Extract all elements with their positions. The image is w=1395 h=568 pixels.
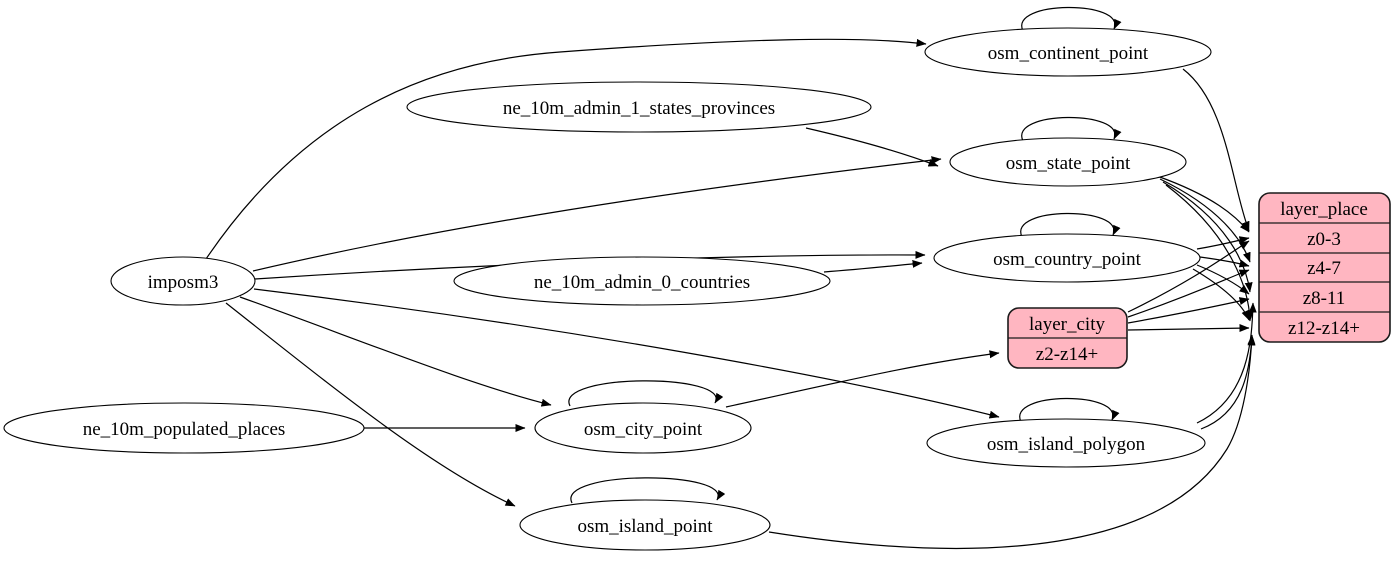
node-osm_state_point-shape <box>949 137 1187 187</box>
node-osm_island_polygon: osm_island_polygon <box>926 418 1206 468</box>
record-layer_city: layer_city z2-z14+ <box>1007 307 1128 369</box>
node-osm_country_point-shape <box>933 233 1201 283</box>
record-layer_place-title: layer_place <box>1280 199 1368 220</box>
node-ne_10m_admin_1_states_provinces: ne_10m_admin_1_states_provinces <box>406 81 872 133</box>
edge-self-loop-osm_state_point <box>1021 116 1122 142</box>
edge-osm_island_polygon-layer_place-z12-z14 <box>1200 334 1256 430</box>
record-layer_place-box <box>1258 192 1391 343</box>
edge-osm_continent_point-layer_place-z0-3 <box>1182 68 1250 232</box>
edge-self-loop-osm_island_polygon <box>1019 397 1120 423</box>
edge-osm_state_point-layer_place-z8-11 <box>1162 181 1253 293</box>
node-imposm3-shape <box>110 256 256 306</box>
node-osm_island_polygon-shape <box>926 418 1206 468</box>
edge-osm_island_polygon-layer_place-z8-11 <box>1196 302 1257 424</box>
record-layer_city-row-z2-z14: z2-z14+ <box>1036 344 1098 365</box>
edge-osm_island_point-layer_place-z12-z14 <box>768 335 1256 550</box>
node-ne_10m_populated_places-shape <box>3 402 365 454</box>
node-osm_country_point: osm_country_point <box>933 233 1201 283</box>
record-layer_place: layer_place z0-3 z4-7 z8-11 z12-z14+ <box>1258 192 1391 343</box>
node-ne_10m_admin_0_countries-label: ne_10m_admin_0_countries <box>534 272 750 293</box>
record-layer_city-title: layer_city <box>1029 314 1105 335</box>
node-osm_city_point: osm_city_point <box>534 402 752 454</box>
edge-imposm3-osm_city_point <box>239 296 552 407</box>
edge-layer_city-layer_place-z8-11 <box>1127 297 1250 324</box>
node-ne_10m_admin_0_countries-shape <box>453 256 831 306</box>
node-imposm3-label: imposm3 <box>148 272 219 293</box>
edge-imposm3-osm_island_polygon <box>253 288 1000 419</box>
edge-osm_state_point-layer_place-z0-3 <box>1156 175 1250 233</box>
node-osm_continent_point-shape <box>924 27 1212 77</box>
record-layer_place-row-z0-3: z0-3 <box>1307 229 1341 250</box>
node-osm_island_point-shape <box>519 499 771 551</box>
node-osm_country_point-label: osm_country_point <box>993 249 1141 270</box>
node-ne_10m_admin_1_states_provinces-shape <box>406 81 872 133</box>
record-layer_place-row-z12-z14: z12-z14+ <box>1288 318 1360 339</box>
edge-self-loop-osm_continent_point <box>1021 6 1122 32</box>
edge-imposm3-osm_state_point <box>252 156 942 272</box>
node-imposm3: imposm3 <box>110 256 256 306</box>
node-osm_city_point-shape <box>534 402 752 454</box>
edge-layer_city-layer_place-z0-3 <box>1127 240 1250 313</box>
edge-imposm3-osm_continent_point <box>205 38 927 260</box>
edge-osm_country_point-layer_place-z4-7 <box>1199 256 1250 268</box>
node-osm_island_point-label: osm_island_point <box>577 516 713 537</box>
node-osm_city_point-label: osm_city_point <box>584 419 703 440</box>
edge-osm_country_point-layer_place-z12-z14 <box>1192 268 1250 321</box>
node-ne_10m_populated_places-label: ne_10m_populated_places <box>83 419 286 440</box>
node-osm_state_point-label: osm_state_point <box>1006 153 1131 174</box>
edge-self-loop-osm_country_point <box>1020 212 1121 238</box>
edge-self-loop-osm_island_point <box>570 477 726 504</box>
edge-osm_city_point-layer_city-z2 <box>725 350 1000 408</box>
edge-ne_10m_admin_1_states_provinces-osm_state_point <box>805 127 939 167</box>
edge-layer_city-layer_place-z12-z14 <box>1127 324 1250 333</box>
node-osm_state_point: osm_state_point <box>949 137 1187 187</box>
edge-imposm3-osm_island_point <box>225 302 516 507</box>
edge-layer_city-layer_place-z4-7 <box>1127 269 1250 318</box>
node-osm_continent_point-label: osm_continent_point <box>988 43 1149 64</box>
edge-osm_state_point-layer_place-z4-7 <box>1159 178 1251 263</box>
node-osm_continent_point: osm_continent_point <box>924 27 1212 77</box>
node-ne_10m_admin_0_countries: ne_10m_admin_0_countries <box>453 256 831 306</box>
record-layer_place-row-z8-11: z8-11 <box>1303 288 1346 309</box>
node-ne_10m_populated_places: ne_10m_populated_places <box>3 402 365 454</box>
node-ne_10m_admin_1_states_provinces-label: ne_10m_admin_1_states_provinces <box>503 98 775 119</box>
edge-osm_country_point-layer_place-z0-3 <box>1196 236 1250 250</box>
record-layer_place-row-z4-7: z4-7 <box>1307 258 1341 279</box>
node-osm_island_polygon-label: osm_island_polygon <box>987 434 1146 455</box>
edge-osm_country_point-layer_place-z8-11 <box>1196 264 1250 295</box>
node-osm_island_point: osm_island_point <box>519 499 771 551</box>
edge-self-loop-osm_city_point <box>568 380 724 407</box>
edge-ne_10m_admin_0_countries-osm_country_point <box>823 259 923 273</box>
